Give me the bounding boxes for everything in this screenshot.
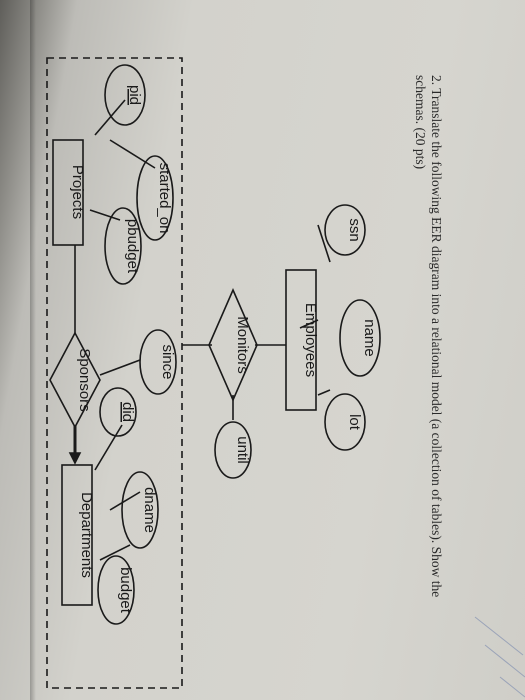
label-started-on: started_on bbox=[156, 163, 173, 234]
label-projects: Projects bbox=[69, 165, 86, 219]
label-did: did bbox=[119, 402, 136, 422]
entity-employees bbox=[285, 269, 317, 411]
aggregation-box bbox=[46, 57, 183, 689]
label-sponsors: Sponsors bbox=[76, 348, 93, 411]
attr-name bbox=[339, 299, 381, 377]
label-pbudget: pbudget bbox=[124, 219, 141, 274]
relationship-monitors bbox=[208, 287, 258, 403]
label-lot: lot bbox=[346, 414, 363, 431]
attr-dname bbox=[121, 471, 159, 549]
label-pid: pid bbox=[126, 85, 143, 105]
attr-lot bbox=[324, 393, 366, 451]
connector-lines bbox=[68, 99, 331, 561]
attr-until bbox=[214, 421, 252, 479]
attr-budget bbox=[97, 555, 135, 625]
label-budget: budget bbox=[117, 567, 134, 614]
entity-departments bbox=[61, 464, 93, 606]
attr-ssn bbox=[324, 204, 366, 256]
attr-pbudget bbox=[104, 207, 142, 285]
notebook-lines bbox=[474, 616, 525, 698]
entity-projects bbox=[52, 139, 84, 246]
attr-did bbox=[99, 387, 137, 437]
label-dname: dname bbox=[141, 487, 158, 533]
label-employees: Employees bbox=[302, 303, 319, 377]
label-name: name bbox=[361, 319, 378, 357]
paper-edge-shadow bbox=[30, 0, 36, 700]
label-until: until bbox=[234, 436, 251, 464]
label-since: since bbox=[159, 344, 176, 379]
relationship-sponsors bbox=[49, 331, 101, 429]
attr-since bbox=[139, 329, 177, 395]
attr-pid bbox=[104, 64, 146, 126]
label-departments: Departments bbox=[78, 492, 95, 578]
attr-started-on bbox=[136, 155, 174, 241]
label-monitors: Monitors bbox=[234, 316, 251, 374]
label-ssn: ssn bbox=[346, 218, 363, 241]
